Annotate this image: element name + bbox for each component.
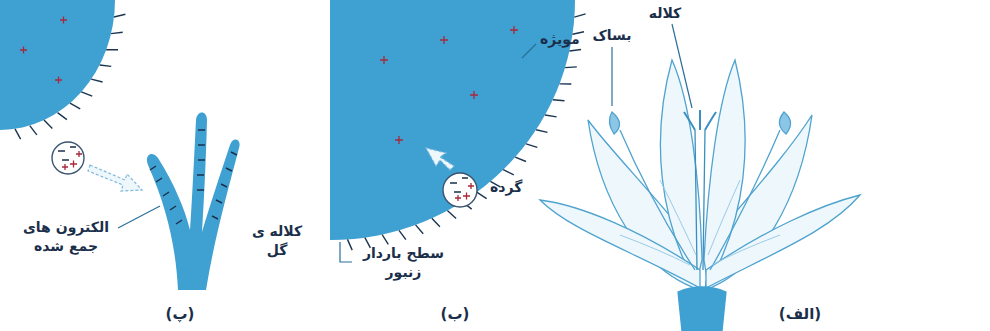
leader-line [522, 44, 536, 58]
filament [620, 130, 695, 270]
stigma-label: کلاله ی گل [246, 222, 308, 260]
hair [515, 157, 526, 161]
hair [565, 66, 577, 68]
hair [44, 120, 52, 128]
receptacle [678, 287, 726, 331]
motion-arrow [426, 148, 454, 170]
hair [15, 129, 21, 139]
hair [91, 79, 102, 82]
leader-line [340, 242, 352, 262]
leader-line [611, 47, 612, 106]
vein [620, 180, 780, 265]
hair [503, 170, 514, 175]
hair [569, 50, 581, 52]
petal [706, 195, 860, 288]
anther [779, 112, 790, 134]
hair [111, 32, 123, 33]
pollen-grain [443, 173, 477, 207]
hair [536, 130, 547, 133]
hair-label: مویژه [540, 30, 580, 49]
hair [348, 239, 353, 250]
plus-charges [380, 26, 518, 144]
hair [574, 14, 585, 17]
pollen-label: گرده [490, 178, 522, 197]
style [695, 130, 705, 270]
hair [477, 192, 487, 199]
surface-label: سطح باردار زنبور [356, 244, 451, 282]
anther [609, 112, 619, 134]
hairs [15, 14, 125, 139]
leader-line [118, 206, 160, 228]
hairs [348, 14, 586, 250]
hair [382, 235, 388, 245]
anther-label: بساک [592, 26, 631, 45]
hair [70, 103, 80, 109]
stigma-label: کلاله [649, 4, 682, 23]
hair [58, 113, 67, 120]
hair [30, 126, 37, 135]
hair [560, 83, 572, 84]
pollen-grain [52, 142, 84, 174]
plus-charges [20, 17, 67, 84]
hair [399, 230, 406, 239]
motion-arrow [88, 165, 142, 191]
hair [100, 65, 112, 66]
bee-surface [330, 0, 575, 240]
flower [540, 60, 860, 331]
hair [106, 49, 118, 50]
stigma [147, 113, 240, 291]
bee-surface [0, 0, 115, 130]
stigma [684, 110, 716, 130]
leader-line [672, 24, 692, 108]
hair [114, 14, 125, 17]
panel-letter: (پ) [166, 304, 195, 324]
hair [416, 225, 424, 234]
hair [432, 218, 440, 226]
panel-letter: (الف) [779, 304, 821, 324]
hair [81, 92, 92, 96]
panel-letter: (ب) [441, 304, 470, 324]
hair [545, 115, 557, 117]
hair [526, 144, 537, 148]
electron-label: الکترون های جمع شده [14, 218, 118, 256]
hair [553, 100, 565, 101]
hair [447, 211, 456, 219]
